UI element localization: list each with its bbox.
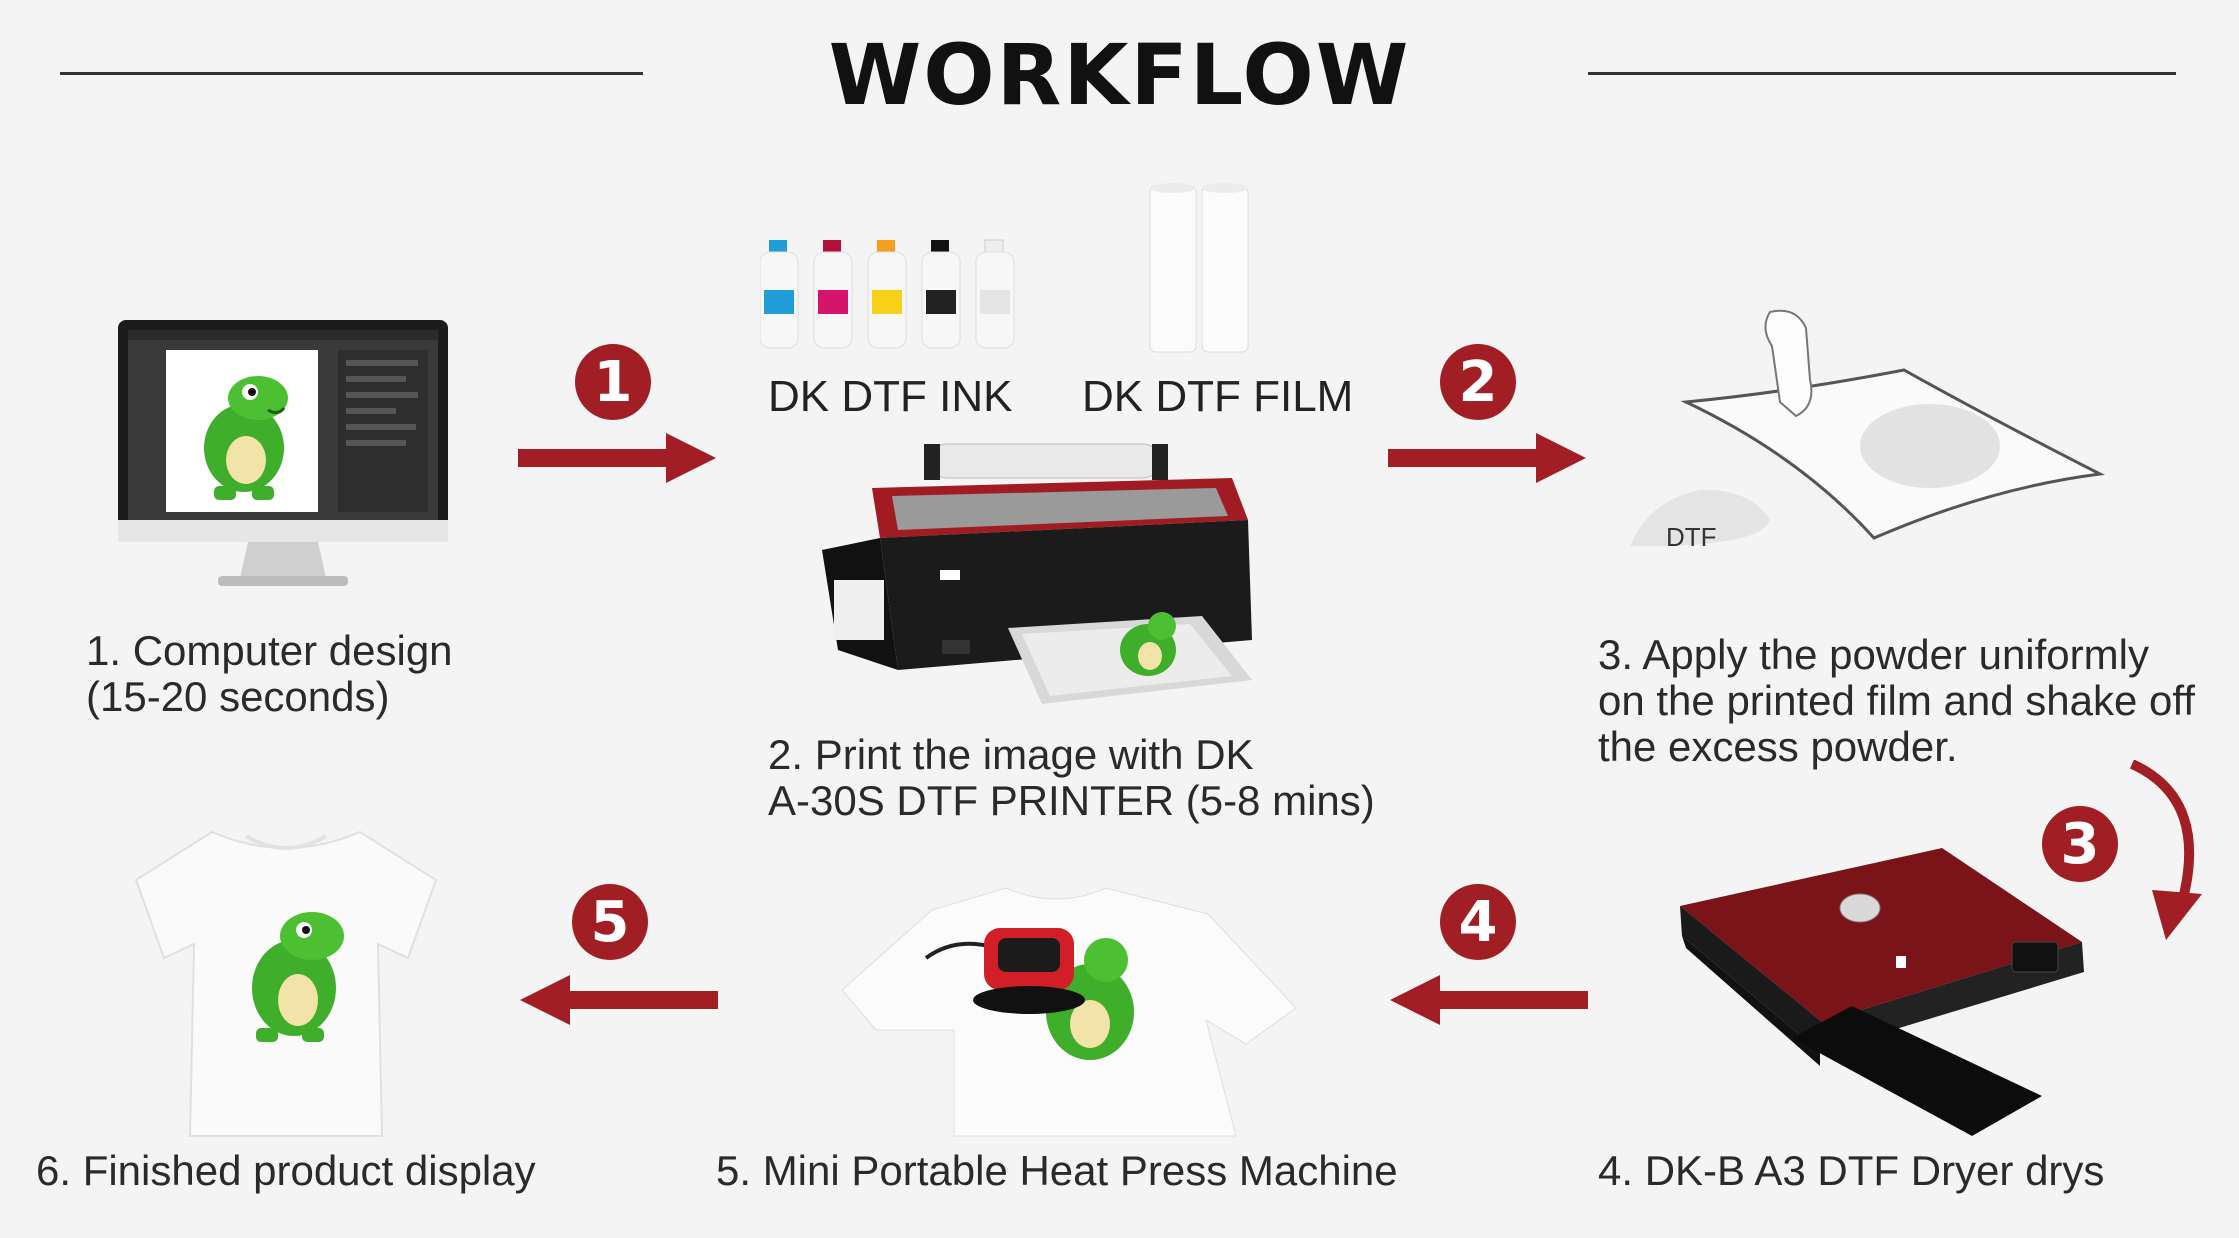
- header-rule-left: [60, 72, 643, 75]
- film-label: DK DTF FILM: [1082, 372, 1354, 421]
- step-3-caption: 3. Apply the powder uniformly on the pri…: [1598, 632, 2195, 770]
- step-3-caption-line-1: 3. Apply the powder uniformly: [1598, 631, 2149, 678]
- step-2-caption-line-1: 2. Print the image with DK: [768, 731, 1254, 778]
- step-5-caption: 5. Mini Portable Heat Press Machine: [716, 1147, 1398, 1194]
- computer-monitor-illustration: [118, 320, 448, 586]
- heat-press-on-shirt-illustration: [841, 887, 1296, 1137]
- step-2-caption-line-2: A-30S DTF PRINTER (5-8 mins): [768, 777, 1375, 824]
- step-4-caption: 4. DK-B A3 DTF Dryer drys: [1598, 1147, 2105, 1194]
- step-5-badge: 5: [572, 884, 648, 960]
- step-3-badge: 3: [2042, 806, 2118, 882]
- step-2-caption: 2. Print the image with DK A-30S DTF PRI…: [768, 732, 1375, 824]
- ink-bottles-illustration: [760, 239, 1015, 349]
- left-arrow-icon: [520, 975, 718, 1025]
- step-3-caption-line-2: on the printed film and shake off: [1598, 677, 2195, 724]
- powder-application-illustration: [1630, 309, 2106, 547]
- step-6-caption: 6. Finished product display: [36, 1147, 536, 1194]
- finished-tshirt-illustration: [134, 830, 438, 1137]
- powder-label: DTF: [1666, 522, 1717, 552]
- film-rolls-illustration: [1149, 183, 1249, 353]
- right-arrow-icon: [518, 433, 716, 483]
- page-title: WORKFLOW: [828, 26, 1411, 124]
- curved-down-arrow-icon: [2129, 760, 2202, 940]
- step-1-caption-line-2: (15-20 seconds): [86, 673, 390, 720]
- step-4-badge: 4: [1440, 884, 1516, 960]
- step-1-caption-line-1: 1. Computer design: [86, 627, 453, 674]
- header-rule-right: [1588, 72, 2176, 75]
- dtf-printer-illustration: [822, 443, 1252, 704]
- right-arrow-icon: [1388, 433, 1586, 483]
- step-1-badge: 1: [575, 344, 651, 420]
- ink-bottle-cyan: [760, 240, 799, 349]
- ink-label: DK DTF INK: [768, 372, 1013, 421]
- left-arrow-icon: [1390, 975, 1588, 1025]
- step-1-caption: 1. Computer design (15-20 seconds): [86, 628, 453, 720]
- step-2-badge: 2: [1440, 344, 1516, 420]
- step-3-caption-line-3: the excess powder.: [1598, 723, 1958, 770]
- dtf-dryer-illustration: [1680, 848, 2084, 1136]
